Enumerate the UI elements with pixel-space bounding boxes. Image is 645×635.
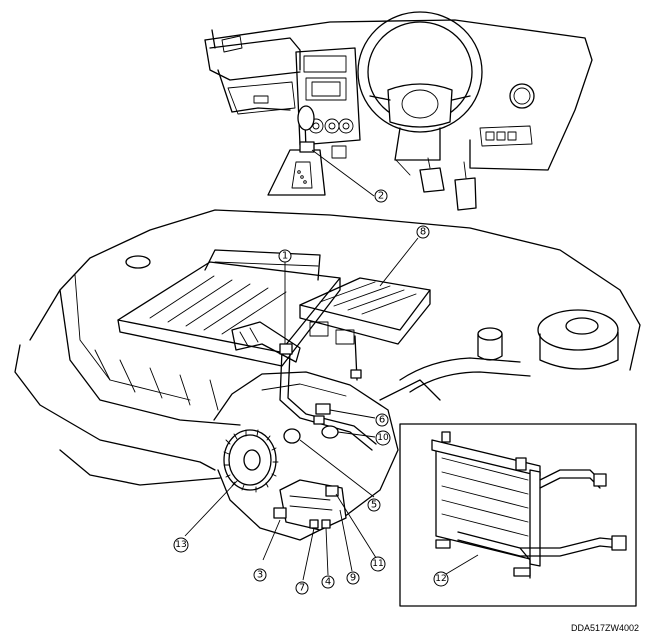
callout-10: 10	[375, 430, 391, 446]
figure-code: DDA517ZW4002	[570, 623, 639, 633]
callout-12-label: 12	[435, 574, 446, 584]
callout-2: 2	[374, 189, 388, 203]
callout-2-label: 2	[378, 191, 384, 202]
callout-8: 8	[416, 225, 430, 239]
callout-1-label: 1	[282, 251, 288, 262]
callout-6: 6	[375, 413, 389, 427]
callout-7-label: 7	[299, 583, 305, 594]
callout-6-label: 6	[379, 415, 385, 426]
callout-3-label: 3	[257, 570, 263, 581]
callout-5: 5	[367, 498, 381, 512]
leader-lines	[184, 149, 479, 581]
callout-4-label: 4	[325, 577, 331, 588]
dashboard-view	[204, 11, 593, 211]
callout-5-label: 5	[371, 500, 377, 511]
callout-10-label: 10	[377, 433, 389, 443]
callout-11: 11	[370, 556, 386, 572]
callout-12: 12	[433, 571, 449, 587]
cooler-inset	[399, 423, 637, 607]
callout-4: 4	[321, 575, 335, 589]
callout-13: 13	[173, 537, 189, 553]
callout-13-label: 13	[175, 540, 186, 550]
callout-3: 3	[253, 568, 267, 582]
callout-9: 9	[346, 571, 360, 585]
callout-11-label: 11	[372, 559, 383, 569]
engine-bay-view	[14, 209, 641, 541]
callout-8-label: 8	[420, 227, 426, 238]
callout-7: 7	[295, 581, 309, 595]
callout-1: 1	[278, 249, 292, 263]
callout-9-label: 9	[350, 573, 356, 584]
